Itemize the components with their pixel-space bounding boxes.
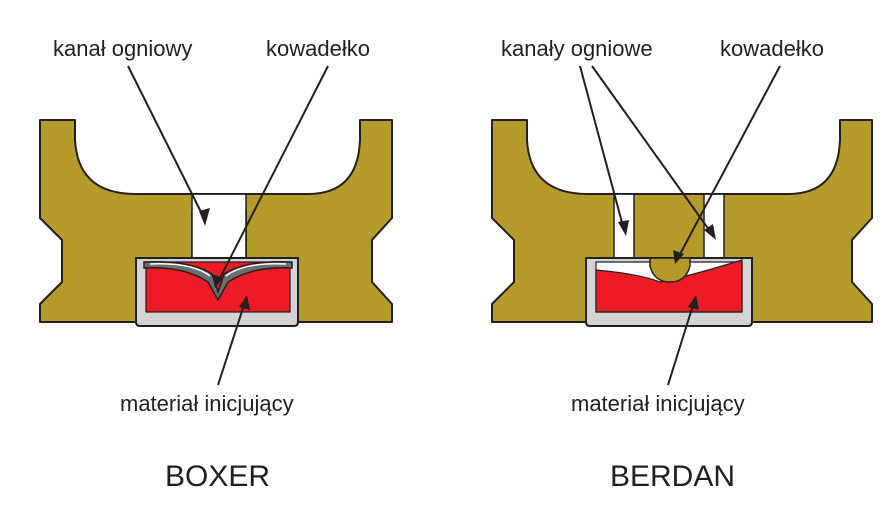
berdan-anvil-leader — [677, 65, 781, 259]
berdan-anvil — [649, 257, 691, 283]
berdan-caption: BERDAN — [610, 460, 736, 493]
berdan-priming-material-label: materiał inicjujący — [571, 391, 745, 416]
berdan-channel-leader-right — [591, 65, 713, 235]
boxer-caption: BOXER — [165, 460, 271, 493]
berdan-material-leader — [667, 301, 695, 386]
berdan-primer — [491, 65, 873, 386]
boxer-material-leader — [217, 301, 246, 386]
boxer-anvil-leader — [217, 65, 329, 283]
berdan-anvil-label: kowadełko — [720, 36, 824, 61]
boxer-flash-channel-label: kanał ogniowy — [53, 36, 193, 61]
boxer-priming-compound — [145, 261, 291, 313]
boxer-primer — [39, 65, 393, 386]
boxer-anvil-label: kowadełko — [266, 36, 370, 61]
boxer-flash-hole — [191, 193, 247, 259]
boxer-channel-leader — [127, 65, 206, 221]
boxer-priming-material-label: materiał inicjujący — [120, 391, 294, 416]
berdan-flash-channels-label: kanały ogniowe — [501, 36, 653, 61]
boxer-anvil — [143, 261, 293, 302]
berdan-channel-leader-left — [579, 65, 625, 231]
